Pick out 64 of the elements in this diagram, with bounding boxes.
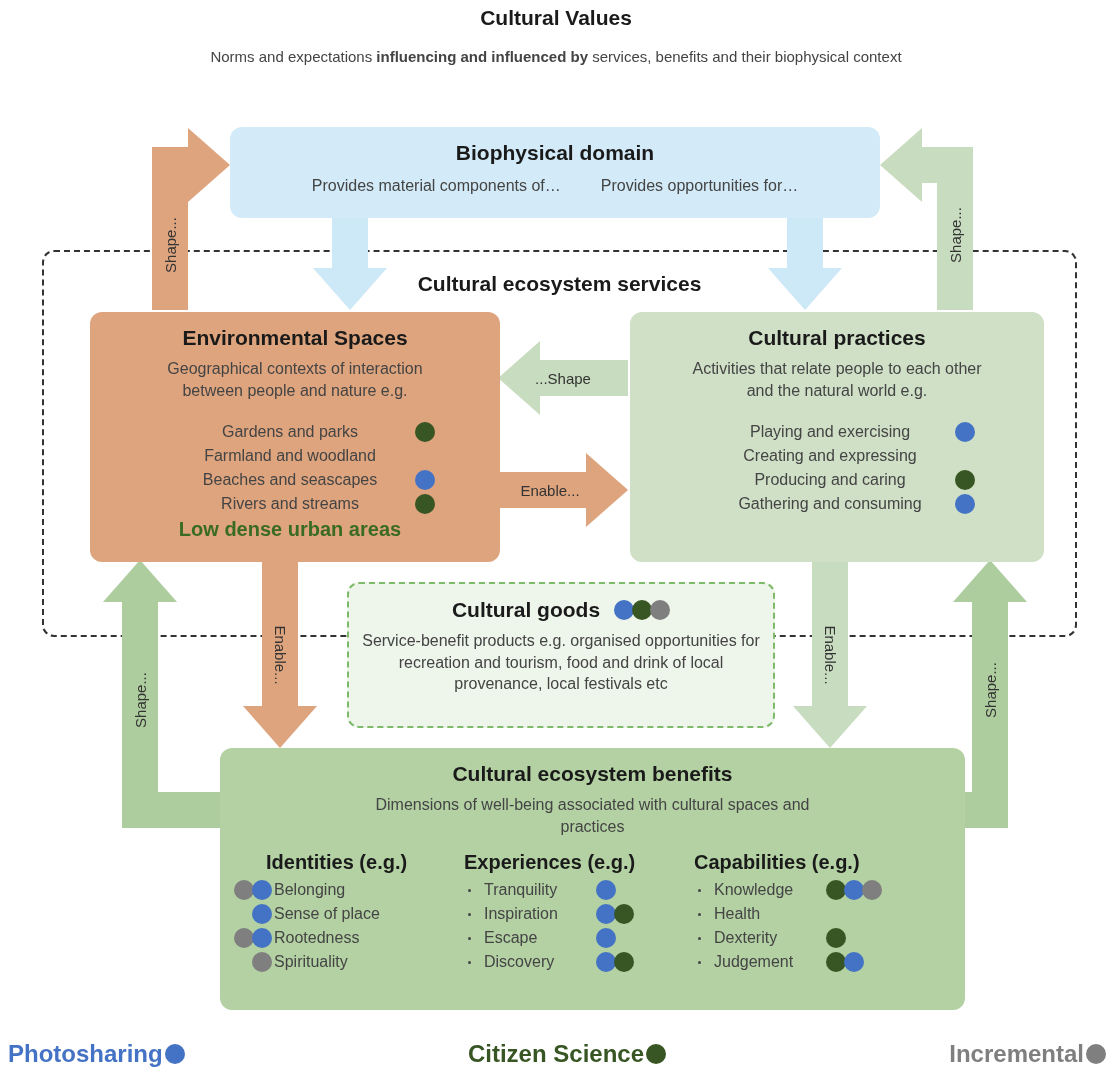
edge-label: Enable... <box>271 625 289 685</box>
edge-label: Enable... <box>821 625 839 685</box>
box-heading: Biophysical domain <box>455 141 655 165</box>
edge-label: Enable... <box>520 481 580 499</box>
edge-label: ...Shape <box>535 369 591 387</box>
list-item: Spirituality <box>273 953 349 972</box>
subtitle: Norms and expectations influencing and influenced by services, benefits and their biophysical context <box>209 48 903 65</box>
diagram-title: Cultural Values <box>479 6 633 30</box>
block-arrow <box>953 560 1027 828</box>
block-arrow <box>880 128 973 310</box>
edge-label: Shape... <box>981 662 999 718</box>
list-item: Farmland and woodland <box>203 446 377 467</box>
list-item: Creating and expressing <box>742 446 918 467</box>
list-item: Playing and exercising <box>748 422 912 443</box>
box-text: Provides material components of… <box>311 177 561 195</box>
box-heading: Cultural practices <box>748 326 926 350</box>
edge-label: Shape... <box>131 672 149 728</box>
block-arrow <box>498 453 628 527</box>
box-description: Activities that relate people to each other and the natural world e.g. <box>691 359 983 401</box>
bullet-item: Escape <box>464 929 596 948</box>
column-heading: Capabilities (e.g.) <box>694 851 861 875</box>
box-heading: Environmental Spaces <box>182 326 408 350</box>
list-item: Producing and caring <box>753 470 907 491</box>
bullet-item: Health <box>694 905 826 924</box>
list-item: Gathering and consuming <box>737 494 923 515</box>
legend-label: Citizen Science <box>467 1040 644 1068</box>
block-arrow <box>152 128 230 310</box>
box-description: Service-benefit products e.g. organised opportunities for recreation and tourism, food and drink of local provenance, local festivals etc <box>361 631 761 695</box>
box-heading: Cultural goods <box>451 598 601 622</box>
bullet-item: Inspiration <box>464 905 596 924</box>
block-arrow <box>498 341 628 415</box>
bullet-item: Knowledge <box>694 881 826 900</box>
list-item: Gardens and parks <box>220 422 360 443</box>
box-heading: Cultural ecosystem benefits <box>452 762 733 786</box>
list-item: Sense of place <box>273 905 381 924</box>
block-arrow <box>243 560 317 748</box>
edge-label: Shape... <box>946 207 964 263</box>
dashed-box <box>347 582 775 728</box>
legend-label: Incremental <box>949 1040 1084 1068</box>
list-item: Beaches and seascapes <box>201 470 379 491</box>
edge-label: Shape... <box>161 217 179 273</box>
legend-label: Photosharing <box>8 1040 163 1068</box>
rounded-box <box>220 748 965 1010</box>
region-heading: Cultural ecosystem services <box>417 272 702 296</box>
list-item: Rivers and streams <box>220 494 360 515</box>
rounded-box <box>230 127 880 218</box>
block-arrow <box>313 218 387 310</box>
column-heading: Identities (e.g.) <box>266 851 409 875</box>
box-text: Provides opportunities for… <box>600 177 799 195</box>
block-arrow <box>768 218 842 310</box>
box-description: Geographical contexts of interaction between people and nature e.g. <box>166 359 424 401</box>
bullet-item: Dexterity <box>694 929 826 948</box>
highlighted-item: Low dense urban areas <box>177 517 403 542</box>
block-arrow <box>103 560 220 828</box>
bullet-item: Tranquility <box>464 881 596 900</box>
list-item: Rootedness <box>273 929 361 948</box>
bullet-item: Discovery <box>464 953 596 972</box>
column-heading: Experiences (e.g.) <box>464 851 637 875</box>
list-item: Belonging <box>273 881 347 900</box>
rounded-box <box>630 312 1044 562</box>
box-description: Dimensions of well-being associated with cultural spaces and practices <box>374 795 811 837</box>
rounded-box <box>90 312 500 562</box>
block-arrow <box>793 560 867 748</box>
bullet-item: Judgement <box>694 953 826 972</box>
